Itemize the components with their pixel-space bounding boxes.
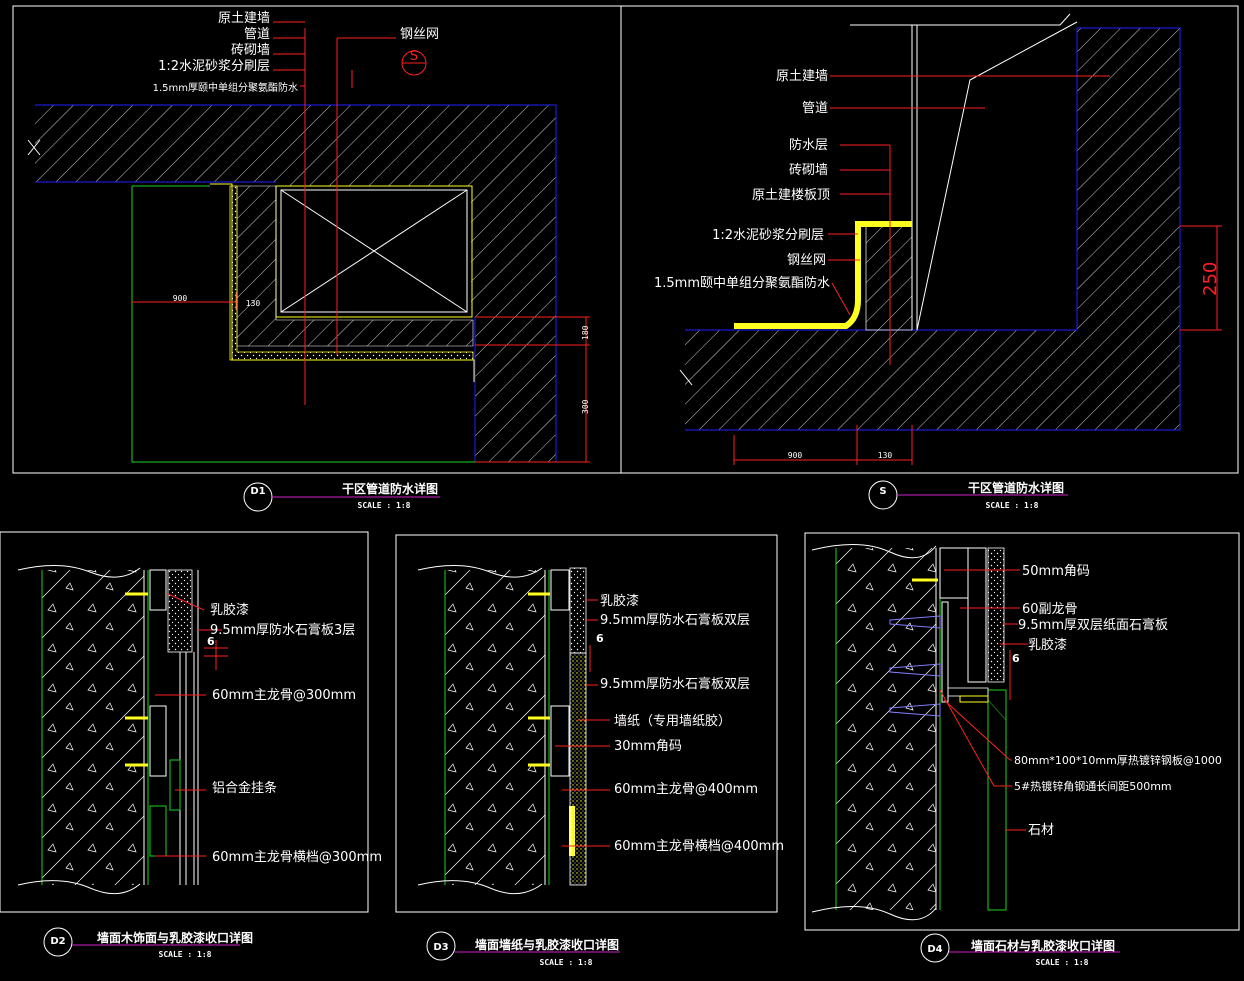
s-label-waterproof-layer: 防水层 (789, 137, 828, 153)
d4-title: 墙面石材与乳胶漆收口详图 (971, 938, 1115, 953)
d4-drawing (811, 544, 1028, 921)
d1-label-brick: 砖砌墙 (231, 43, 270, 58)
d2-drawing (17, 564, 228, 895)
d4-label-gypsum: 9.5mm厚双层纸面石膏板 (1018, 617, 1168, 633)
d2-label-keel: 60mm主龙骨@300mm (212, 688, 356, 703)
s-label-brick: 砖砌墙 (789, 163, 828, 178)
d4-label-angle-steel: 5#热镀锌角钢通长间距500mm (1014, 779, 1172, 793)
d2-title-block: D2 墙面木饰面与乳胶漆收口详图 SCALE : 1:8 (43, 927, 253, 959)
s-dim-130: 130 (878, 451, 893, 460)
s-label-pipe: 管道 (802, 101, 828, 116)
d3-title: 墙面墙纸与乳胶漆收口详图 (475, 937, 619, 952)
d2-label-latex: 乳胶漆 (210, 602, 249, 618)
d1-scale: SCALE : 1:8 (358, 501, 411, 510)
s-dim-250: 250 (1200, 262, 1221, 296)
d1-label-waterproof: 1.5mm厚颐中单组分聚氨酯防水 (153, 81, 298, 94)
d3-label-wallpaper: 墙纸（专用墙纸胶） (614, 713, 731, 729)
d1-labels: 原土建墙 管道 砖砌墙 1:2水泥砂浆分刷层 1.5mm厚颐中单组分聚氨酯防水 … (153, 11, 590, 414)
s-label-wall: 原土建墙 (776, 69, 828, 84)
s-labels: 原土建墙 管道 防水层 砖砌墙 原土建楼板顶 1:2水泥砂浆分刷层 钢丝网 1.… (654, 69, 1221, 460)
d1-dim-900: 900 (173, 294, 188, 303)
d1-label-mesh: 钢丝网 (400, 27, 439, 42)
d1-label-mortar: 1:2水泥砂浆分刷层 (158, 59, 270, 74)
d1-drawing (27, 21, 590, 463)
d1-section-symbol: S (410, 49, 418, 64)
d1-dim-300: 300 (581, 399, 590, 414)
s-scale: SCALE : 1:8 (986, 501, 1039, 510)
d2-scale: SCALE : 1:8 (159, 950, 212, 959)
d1-dim-130: 130 (246, 299, 261, 308)
panel-d3-frame (395, 534, 778, 913)
s-dim-900: 900 (788, 451, 803, 460)
d3-drawing (417, 564, 610, 895)
panel-d4-frame (804, 532, 1240, 931)
panel-s-frame (620, 5, 1239, 474)
d2-label-crossbar: 60mm主龙骨横档@300mm (212, 850, 382, 865)
d4-tag: D4 (927, 944, 942, 955)
d2-gap-6: 6 (207, 635, 215, 648)
d2-label-gypsum: 9.5mm厚防水石膏板3层 (210, 622, 355, 638)
d2-tag: D2 (50, 936, 65, 947)
s-drawing (679, 13, 1222, 465)
d2-title: 墙面木饰面与乳胶漆收口详图 (97, 930, 253, 945)
d4-gap-6: 6 (1012, 652, 1020, 665)
d4-label-angle: 50mm角码 (1022, 564, 1090, 579)
s-title: 干区管道防水详图 (968, 480, 1064, 495)
d1-label-pipe: 管道 (244, 27, 270, 42)
d1-title-block: D1 干区管道防水详图 SCALE : 1:8 (243, 481, 440, 512)
d3-label-angle: 30mm角码 (614, 739, 682, 754)
s-label-slab: 原土建楼板顶 (752, 188, 830, 203)
d3-label-gypsum-2: 9.5mm厚防水石膏板双层 (600, 676, 750, 692)
d1-dim-180: 180 (581, 325, 590, 340)
d2-labels: 乳胶漆 9.5mm厚防水石膏板3层 6 60mm主龙骨@300mm 铝合金挂条 … (207, 602, 382, 865)
d4-scale: SCALE : 1:8 (1036, 958, 1089, 967)
d3-label-latex: 乳胶漆 (600, 593, 639, 609)
d4-label-latex: 乳胶漆 (1028, 637, 1067, 653)
d3-gap-6: 6 (596, 632, 604, 645)
d3-title-block: D3 墙面墙纸与乳胶漆收口详图 SCALE : 1:8 (426, 931, 620, 967)
d3-label-crossbar: 60mm主龙骨横档@400mm (614, 839, 784, 854)
d3-scale: SCALE : 1:8 (540, 958, 593, 967)
d3-label-keel: 60mm主龙骨@400mm (614, 782, 758, 797)
d3-labels: 乳胶漆 9.5mm厚防水石膏板双层 6 9.5mm厚防水石膏板双层 墙纸（专用墙… (596, 593, 784, 854)
d2-label-aluminum: 铝合金挂条 (212, 780, 277, 796)
d1-label-wall: 原土建墙 (218, 11, 270, 26)
s-title-block: S 干区管道防水详图 SCALE : 1:8 (868, 480, 1068, 510)
d3-label-gypsum-1: 9.5mm厚防水石膏板双层 (600, 612, 750, 628)
d3-tag: D3 (433, 942, 448, 953)
d1-title: 干区管道防水详图 (342, 481, 438, 496)
d1-tag: D1 (250, 486, 265, 497)
d4-label-steel-plate: 80mm*100*10mm厚热镀锌钢板@1000 (1014, 753, 1222, 767)
d4-label-stone: 石材 (1028, 823, 1054, 838)
d4-label-subkeel: 60副龙骨 (1022, 602, 1078, 617)
s-label-polyurethane: 1.5mm颐中单组分聚氨酯防水 (654, 275, 830, 291)
s-label-mesh: 钢丝网 (787, 253, 826, 268)
s-label-mortar: 1:2水泥砂浆分刷层 (712, 228, 824, 243)
d4-title-block: D4 墙面石材与乳胶漆收口详图 SCALE : 1:8 (920, 933, 1120, 967)
s-tag: S (879, 486, 886, 497)
panel-d2-frame (0, 531, 369, 913)
d4-labels: 50mm角码 60副龙骨 9.5mm厚双层纸面石膏板 乳胶漆 6 80mm*10… (1012, 564, 1222, 838)
